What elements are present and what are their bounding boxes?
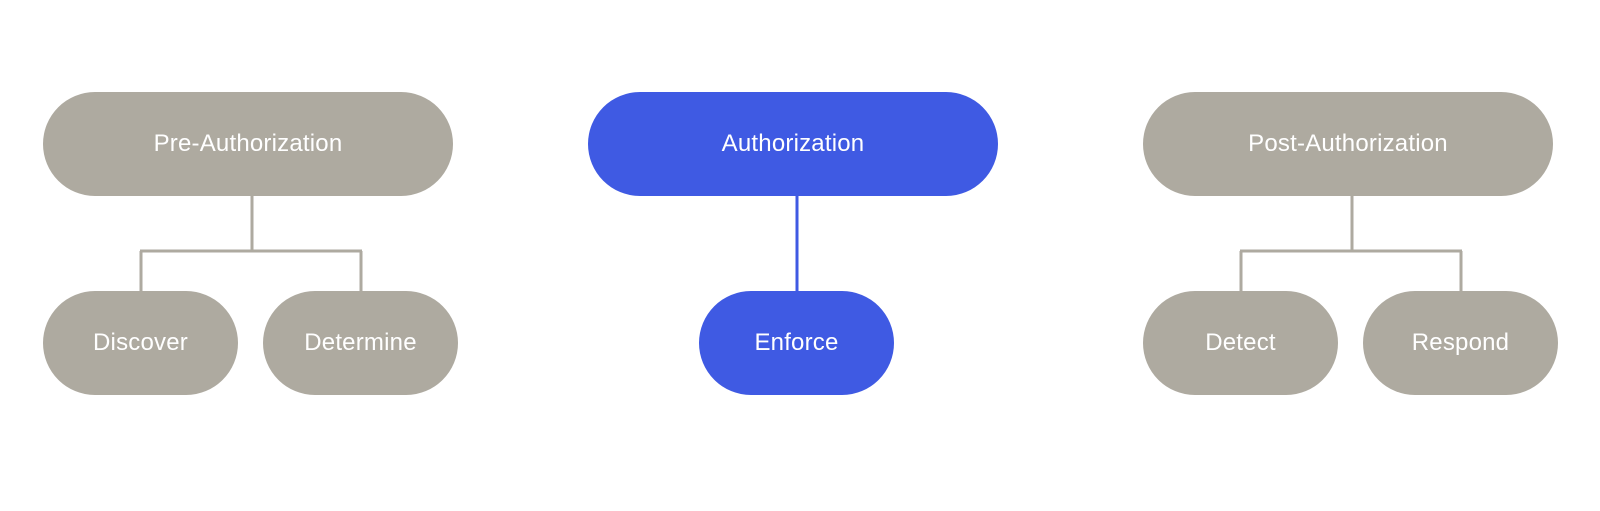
post-authorization-connectors bbox=[1239, 196, 1463, 298]
enforce-node: Enforce bbox=[699, 291, 894, 395]
pre-authorization-node: Pre-Authorization bbox=[43, 92, 453, 196]
detect-node: Detect bbox=[1143, 291, 1338, 395]
detect-label: Detect bbox=[1205, 329, 1276, 356]
post-authorization-label: Post-Authorization bbox=[1248, 130, 1448, 157]
pre-authorization-connectors bbox=[139, 196, 363, 298]
respond-node: Respond bbox=[1363, 291, 1558, 395]
discover-node: Discover bbox=[43, 291, 238, 395]
enforce-label: Enforce bbox=[754, 329, 839, 356]
respond-label: Respond bbox=[1411, 329, 1510, 356]
determine-node: Determine bbox=[263, 291, 458, 395]
discover-label: Discover bbox=[93, 329, 188, 356]
authorization-label: Authorization bbox=[721, 130, 865, 157]
authorization-node: Authorization bbox=[588, 92, 998, 196]
determine-label: Determine bbox=[304, 329, 417, 356]
post-authorization-node: Post-Authorization bbox=[1143, 92, 1553, 196]
pre-authorization-label: Pre-Authorization bbox=[153, 130, 343, 157]
